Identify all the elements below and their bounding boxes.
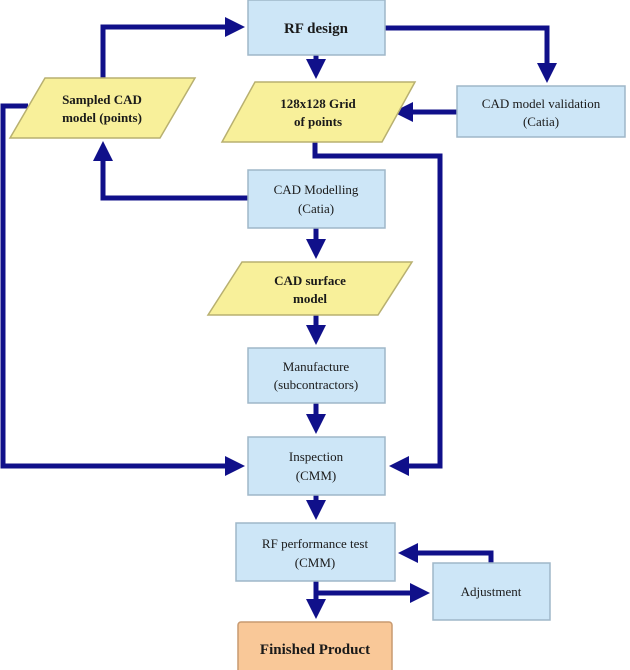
node-label: Adjustment: [461, 584, 522, 599]
node-grid-points[interactable]: 128x128 Grid of points: [220, 81, 417, 143]
node-label-line2: (CMM): [295, 555, 335, 570]
node-rf-design[interactable]: RF design: [247, 0, 386, 56]
edge-sampled-to-inspection: [0, 103, 245, 476]
node-rf-test[interactable]: RF performance test (CMM): [235, 522, 396, 582]
node-label-line2: model (points): [62, 110, 142, 125]
node-adjustment[interactable]: Adjustment: [432, 562, 551, 621]
edge-modelling-to-sampled: [93, 141, 248, 201]
node-inspection[interactable]: Inspection (CMM): [247, 436, 386, 496]
node-label-line2: of points: [294, 114, 342, 129]
node-sampled-cad[interactable]: Sampled CAD model (points): [8, 77, 197, 139]
node-manufacture[interactable]: Manufacture (subcontractors): [247, 347, 386, 404]
node-label-line1: Manufacture: [283, 359, 350, 374]
node-label-line2: (CMM): [296, 468, 336, 483]
edge-adjustment-to-rftest: [398, 543, 494, 563]
node-cad-surface[interactable]: CAD surface model: [206, 261, 414, 316]
edge-rfdesign-to-validation: [385, 25, 557, 83]
node-label-line1: Sampled CAD: [62, 92, 142, 107]
node-cad-validation[interactable]: CAD model validation (Catia): [456, 85, 626, 138]
node-label: Finished Product: [260, 642, 370, 658]
node-label-line1: CAD Modelling: [274, 182, 359, 197]
node-cad-modelling[interactable]: CAD Modelling (Catia): [247, 169, 386, 229]
node-finished-product[interactable]: Finished Product: [237, 621, 393, 670]
node-label-line2: (Catia): [298, 201, 334, 216]
node-label: RF design: [284, 21, 349, 37]
node-label-line2: (subcontractors): [274, 377, 358, 392]
node-label-line2: model: [293, 291, 327, 306]
node-label-line1: 128x128 Grid: [280, 96, 356, 111]
node-label-line2: (Catia): [523, 114, 559, 129]
edge-grid-to-inspection: [312, 142, 443, 476]
node-label-line1: Inspection: [289, 449, 344, 464]
node-label-line1: CAD model validation: [482, 96, 601, 111]
edge-sampled-to-rfdesign: [100, 17, 245, 78]
node-label-line1: RF performance test: [262, 536, 369, 551]
node-label-line1: CAD surface: [274, 273, 346, 288]
